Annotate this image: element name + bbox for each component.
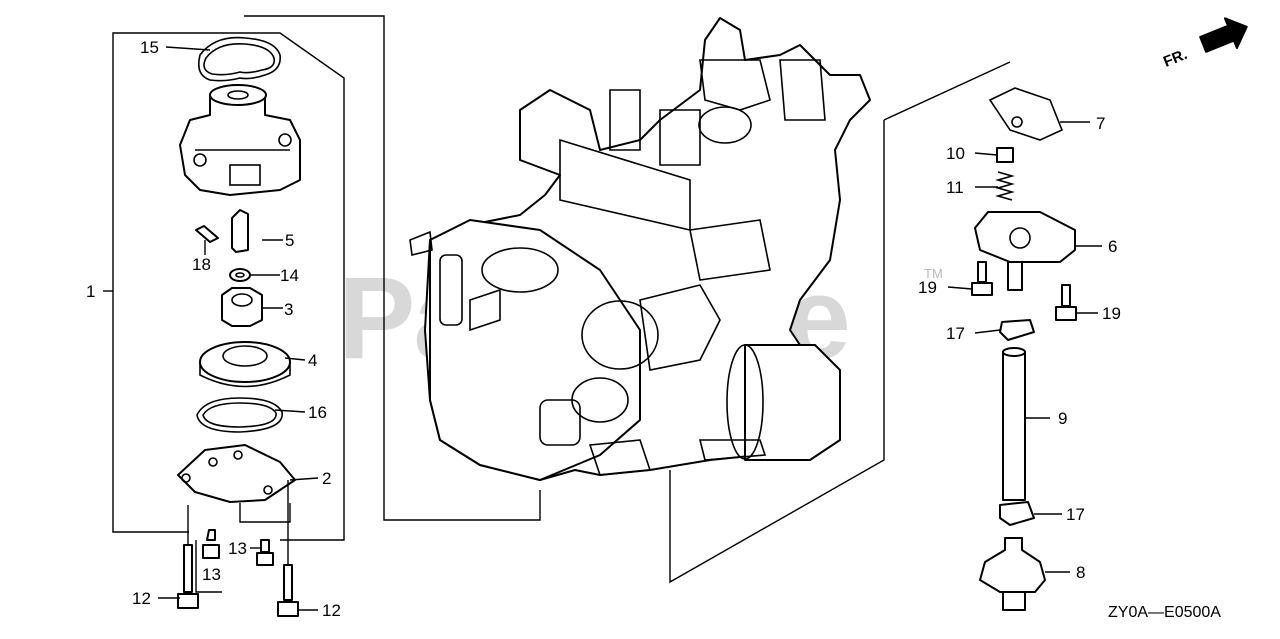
bracket-bolts-12 [195,540,222,593]
callout-6: 6 [1108,237,1117,256]
callout-3: 3 [284,300,293,319]
bracket-group-1 [112,32,189,533]
callout-11: 11 [946,178,964,197]
crankcase-block [409,17,871,481]
bolt-13-left [202,529,220,559]
callout-4: 4 [308,351,317,370]
callout-5: 5 [285,231,294,250]
callout-17-bottom: 17 [1066,505,1085,524]
clamp-17-top [999,319,1035,341]
bolt-12-right [277,564,299,617]
callout-15: 15 [140,38,159,57]
bracket-group-1-right [125,32,345,541]
callout-9: 9 [1058,409,1067,428]
o-ring-16 [196,397,283,433]
diagram-code: ZY0A—E0500A [1108,604,1221,621]
pump-shaft-5 [231,209,249,253]
oil-pump-group [177,36,301,617]
cap-10 [996,147,1014,163]
bolt-13-right [256,539,274,566]
pipe-9 [1002,351,1026,501]
callout-13-right: 13 [228,539,247,558]
gasket-7 [988,87,1064,141]
housing-6 [974,211,1076,263]
bracket-right [669,120,885,584]
strainer-8 [979,537,1046,593]
callout-17-top: 17 [946,324,965,343]
bolt-12-left [177,544,199,609]
callout-12-left: 12 [132,589,151,608]
watermark-trademark: TM [924,266,943,281]
clamp-17-bottom [999,501,1035,526]
bracket-right-top [883,61,1011,121]
outer-rotor-4 [199,341,291,383]
gasket-15 [197,36,282,82]
callout-10: 10 [946,144,965,163]
bolt-19-right [1055,284,1077,321]
bolt-19-left [971,261,993,296]
callout-1: 1 [86,282,95,301]
callout-13-left: 13 [202,565,221,584]
callout-8: 8 [1076,563,1085,582]
spring-11 [995,171,1015,201]
bracket-crankcase [244,15,541,521]
bracket-bolts-13 [239,503,291,523]
callout-19-right: 19 [1102,304,1121,323]
callout-numbers: 1 2 3 4 5 6 7 8 9 10 11 12 12 13 13 14 1… [86,38,1121,620]
pump-cover-2 [177,444,296,503]
callout-12-right: 12 [322,601,341,620]
callout-18: 18 [192,255,211,274]
callout-19-left: 19 [918,278,937,297]
bracket-lines [103,15,1011,593]
leader-lines [158,46,1102,611]
front-direction-label: FR. [1161,46,1190,71]
ring-14 [229,268,251,282]
dowel-pin-18 [195,225,219,243]
callout-2: 2 [322,469,331,488]
relief-valve-group [971,87,1077,611]
pump-body [179,94,301,196]
callout-16: 16 [308,403,327,422]
callout-7: 7 [1096,114,1105,133]
front-direction-arrow: FR. [1161,17,1248,71]
callout-14: 14 [280,266,299,285]
